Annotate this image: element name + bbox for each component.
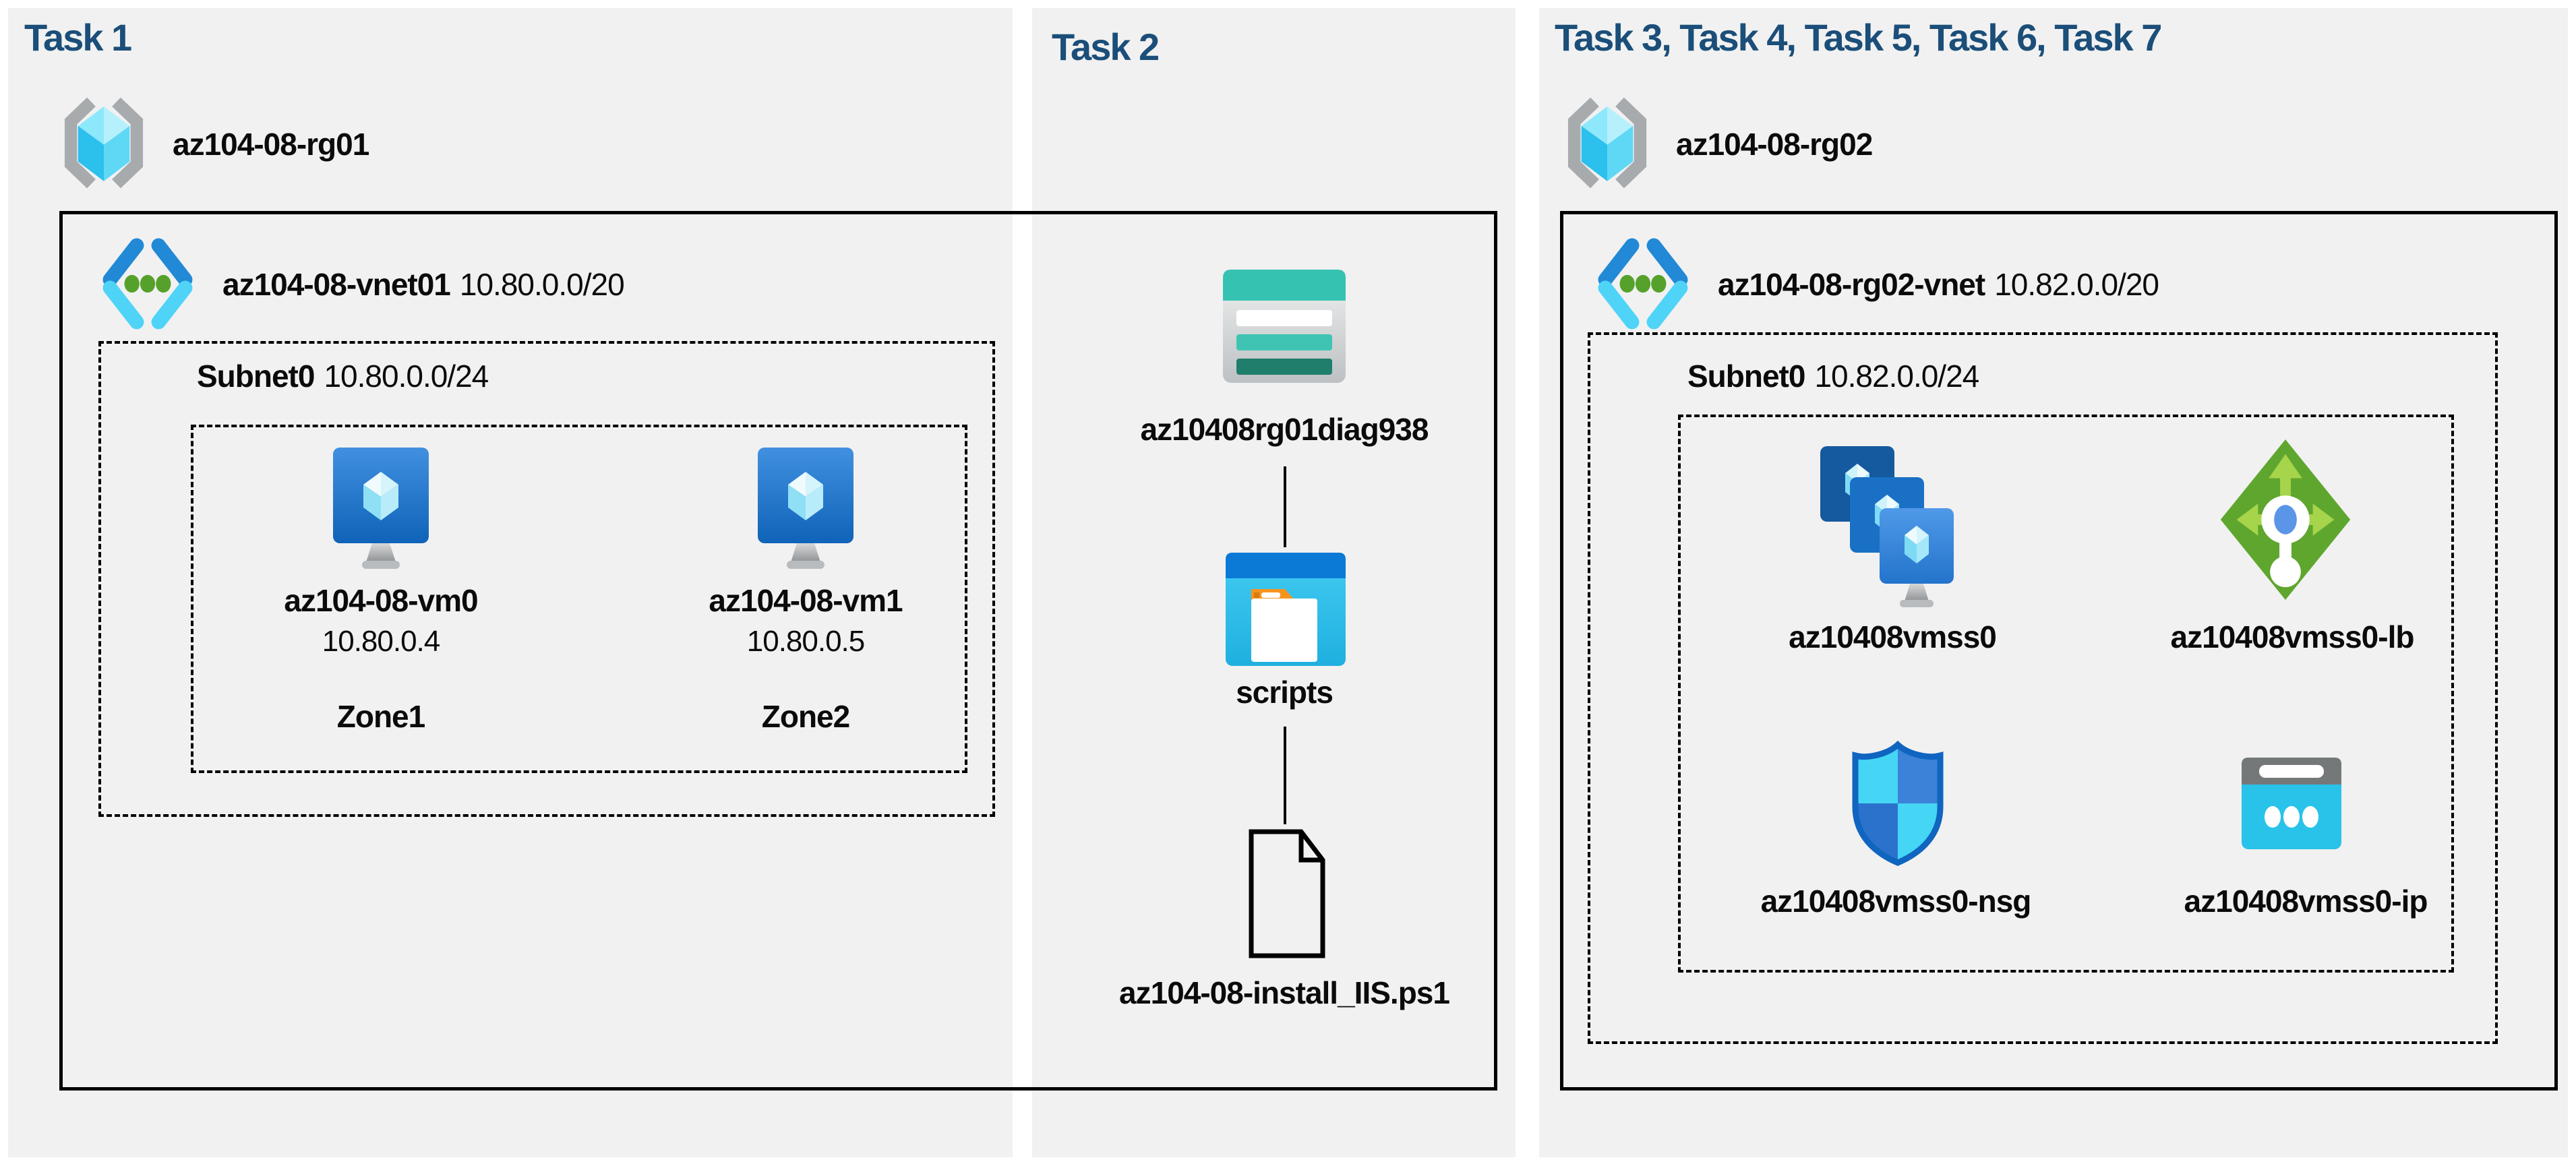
subnet-label: Subnet0 10.80.0.0/24 (197, 359, 489, 394)
task2-heading: Task 2 (1052, 26, 1160, 68)
connector-line (1284, 466, 1286, 547)
vnet-cidr: 10.82.0.0/20 (1994, 267, 2159, 302)
task3-7-panel (1539, 8, 2568, 1157)
availability-zone-box (191, 425, 967, 773)
storage-account-name: az10408rg01diag938 (1140, 412, 1429, 447)
virtual-network-icon (1595, 237, 1691, 330)
vm-zone: Zone2 (761, 699, 850, 734)
subnet-name: Subnet0 (1687, 359, 1805, 394)
resource-group-name: az104-08-rg02 (1676, 127, 1873, 162)
vm-name: az104-08-vm0 (284, 583, 478, 618)
vm-ip: 10.80.0.5 (746, 625, 866, 658)
script-file-name: az104-08-install_IIS.ps1 (1119, 975, 1450, 1010)
virtual-network-icon (100, 237, 196, 330)
vmss-inner-box (1678, 415, 2454, 973)
vm-ip: 10.80.0.4 (322, 625, 441, 658)
vm-scale-set-icon (1819, 445, 1960, 612)
vnet-boundary-box (59, 211, 1497, 1091)
vnet-name: az104-08-rg02-vnet (1718, 267, 1985, 302)
load-balancer-name: az10408vmss0-lb (2170, 619, 2415, 654)
vnet-cidr: 10.80.0.0/20 (459, 267, 625, 302)
resource-group-icon (59, 96, 148, 190)
vnet-name: az104-08-vnet01 (222, 267, 451, 302)
virtual-machine-icon (330, 446, 431, 572)
vnet-label: az104-08-rg02-vnet 10.82.0.0/20 (1718, 268, 2159, 302)
subnet-label: Subnet0 10.82.0.0/24 (1687, 359, 1979, 394)
vm-name: az104-08-vm1 (709, 583, 903, 618)
resource-group-icon (1563, 96, 1652, 190)
storage-account-icon (1223, 270, 1346, 383)
public-ip-icon (2242, 758, 2341, 849)
public-ip-name: az10408vmss0-ip (2184, 884, 2428, 919)
subnet-name: Subnet0 (197, 359, 315, 394)
virtual-machine-icon (755, 446, 856, 572)
subnet-box (98, 341, 995, 817)
nsg-name: az10408vmss0-nsg (1760, 884, 2032, 919)
vnet-boundary-box (1560, 211, 2558, 1091)
network-security-group-icon (1847, 740, 1948, 867)
container-name: scripts (1236, 675, 1334, 710)
vmss-name: az10408vmss0 (1789, 619, 1997, 654)
subnet-cidr: 10.80.0.0/24 (324, 359, 489, 394)
subnet-box (1588, 332, 2498, 1044)
connector-line (1284, 727, 1286, 824)
task1-heading: Task 1 (24, 16, 132, 59)
file-icon (1245, 828, 1329, 960)
resource-group-name: az104-08-rg01 (173, 127, 369, 162)
vm-zone: Zone1 (336, 699, 425, 734)
task3-7-heading: Task 3, Task 4, Task 5, Task 6, Task 7 (1555, 16, 2162, 59)
subnet-cidr: 10.82.0.0/24 (1814, 359, 1979, 394)
task1-panel (8, 8, 1013, 1157)
vnet-label: az104-08-vnet01 10.80.0.0/20 (222, 267, 625, 302)
load-balancer-icon (2215, 437, 2356, 603)
blob-container-icon (1226, 553, 1346, 666)
